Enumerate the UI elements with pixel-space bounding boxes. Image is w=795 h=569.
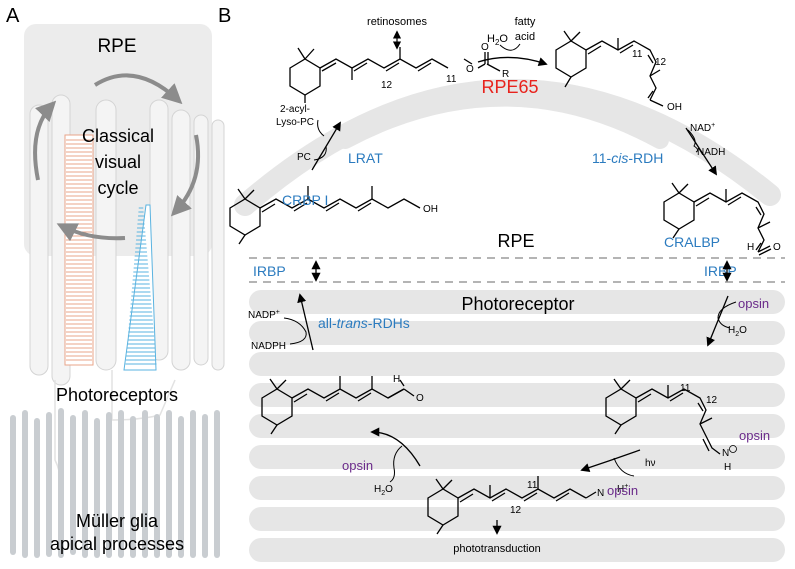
h2o-top: H2O bbox=[487, 33, 508, 47]
positive-charge-icon bbox=[729, 445, 737, 453]
lyso-curve-icon bbox=[317, 119, 325, 137]
opsin-label-2: opsin bbox=[739, 428, 770, 443]
c12-top: 12 bbox=[381, 80, 393, 91]
panel-a: A bbox=[6, 5, 225, 558]
cis-rdh-arrow-icon bbox=[685, 127, 717, 176]
c11-sb: 11 bbox=[680, 383, 691, 394]
trans-retinal-structure bbox=[261, 376, 415, 435]
rod-outer-segment bbox=[64, 134, 94, 366]
pc-curve-icon bbox=[313, 145, 327, 161]
c11-right: 11 bbox=[632, 49, 643, 60]
cycle-arrows bbox=[33, 73, 201, 242]
cis-rdh-label: 11-cis-RDH bbox=[592, 150, 663, 166]
n-bot: N bbox=[597, 488, 604, 499]
rpe-membrane-arc-outer bbox=[234, 79, 781, 216]
opsin-binding-arrow-icon bbox=[706, 295, 729, 347]
hv-label: hν bbox=[645, 458, 656, 469]
opsin-release-curve-icon bbox=[389, 445, 403, 483]
opsin-label-3: opsin bbox=[342, 458, 373, 473]
opsin-label-1: opsin bbox=[738, 296, 769, 311]
c12-bot: 12 bbox=[510, 505, 522, 516]
cis-retinol-structure bbox=[555, 30, 664, 107]
isomerization-arrow-icon bbox=[477, 56, 548, 67]
muller-glia-processes bbox=[10, 408, 220, 558]
cis-retinal-structure bbox=[663, 182, 772, 256]
cycle-arrow-left-icon bbox=[33, 100, 57, 181]
c11-top: 11 bbox=[446, 74, 457, 85]
nad-curve-icon bbox=[687, 129, 699, 153]
irbp-left-label: IRBP bbox=[253, 263, 286, 279]
hplus-curve-icon bbox=[613, 457, 635, 477]
rpe-label-a: RPE bbox=[97, 36, 136, 57]
lrat-label: LRAT bbox=[348, 150, 383, 166]
acid-label: acid bbox=[515, 31, 535, 43]
photoreceptor-disc-bands bbox=[249, 290, 785, 562]
ester-carbonyl-o: O bbox=[481, 42, 489, 53]
deprotonation-arrow-icon bbox=[580, 449, 641, 473]
lyso-pc-label: Lyso-PC bbox=[276, 117, 314, 128]
rpe-membrane-arc-inner bbox=[336, 88, 669, 149]
ald-h: H bbox=[747, 242, 754, 253]
c11-bot: 11 bbox=[527, 480, 538, 491]
ald2-h: H bbox=[393, 374, 400, 385]
trans-rdh-label: all-trans-RDHs bbox=[318, 315, 410, 331]
cycle-label-3: cycle bbox=[97, 178, 138, 198]
ester-r: R bbox=[502, 69, 509, 80]
cycle-arrow-top-icon bbox=[93, 73, 183, 105]
phototransduction-label: phototransduction bbox=[453, 543, 540, 555]
h-plus-label: H+ bbox=[617, 483, 628, 495]
h2o-2: H2O bbox=[374, 484, 393, 497]
panel-b-letter: B bbox=[218, 5, 231, 27]
nadh-label: NADH bbox=[697, 147, 725, 158]
rpe65-label: RPE65 bbox=[481, 77, 538, 97]
oh-right: OH bbox=[667, 102, 682, 113]
ester-o: O bbox=[466, 64, 474, 75]
water-curve-icon bbox=[499, 43, 521, 51]
cone-disc-stripes bbox=[125, 207, 157, 365]
nadph-label: NADPH bbox=[251, 341, 286, 352]
water-release-curve-icon bbox=[717, 301, 737, 329]
photoreceptors-label: Photoreceptors bbox=[56, 385, 178, 405]
crbp-label: CRBP I bbox=[282, 192, 328, 208]
cycle-label-2: visual bbox=[95, 152, 141, 172]
nadp-label: NADP+ bbox=[248, 309, 280, 321]
trans-rdh-arrow-icon bbox=[297, 293, 314, 351]
n-plus: N bbox=[722, 448, 729, 459]
ald-o: O bbox=[773, 242, 781, 253]
muller-label-2: apical processes bbox=[50, 534, 184, 554]
rpe-label-b: RPE bbox=[497, 231, 534, 251]
hydrolysis-arrow-icon bbox=[370, 427, 421, 467]
muller-label-1: Müller glia bbox=[76, 511, 159, 531]
c12-right: 12 bbox=[655, 57, 667, 68]
retinyl-ester-structure bbox=[289, 47, 501, 103]
cycle-label-1: Classical bbox=[82, 126, 154, 146]
cycle-arrow-bottom-icon bbox=[56, 223, 126, 242]
oh-left: OH bbox=[423, 204, 438, 215]
cralbp-label: CRALBP bbox=[664, 234, 720, 250]
fatty-label: fatty bbox=[515, 16, 536, 28]
n-h: H bbox=[724, 462, 731, 473]
opsin-label-4: opsin bbox=[607, 483, 638, 498]
schiff-base-cis-structure bbox=[605, 378, 721, 455]
acyl-label: 2-acyl- bbox=[280, 104, 310, 115]
trans-retinol-structure bbox=[229, 186, 421, 245]
nadph-curve-icon bbox=[283, 317, 307, 345]
c12-sb: 12 bbox=[706, 395, 718, 406]
ald2-o: O bbox=[416, 393, 424, 404]
h2o-1: H2O bbox=[728, 325, 747, 338]
irbp-right-label: IRBP bbox=[704, 263, 737, 279]
pc-label: PC bbox=[297, 152, 311, 163]
panel-a-letter: A bbox=[6, 5, 20, 27]
cycle-arrow-right-icon bbox=[170, 134, 201, 217]
nad-label: NAD+ bbox=[690, 122, 715, 134]
schiff-base-trans-structure bbox=[427, 476, 597, 535]
panel-b: B bbox=[218, 5, 785, 562]
photoreceptor-label: Photoreceptor bbox=[461, 294, 574, 314]
retinosomes-label: retinosomes bbox=[367, 16, 427, 28]
